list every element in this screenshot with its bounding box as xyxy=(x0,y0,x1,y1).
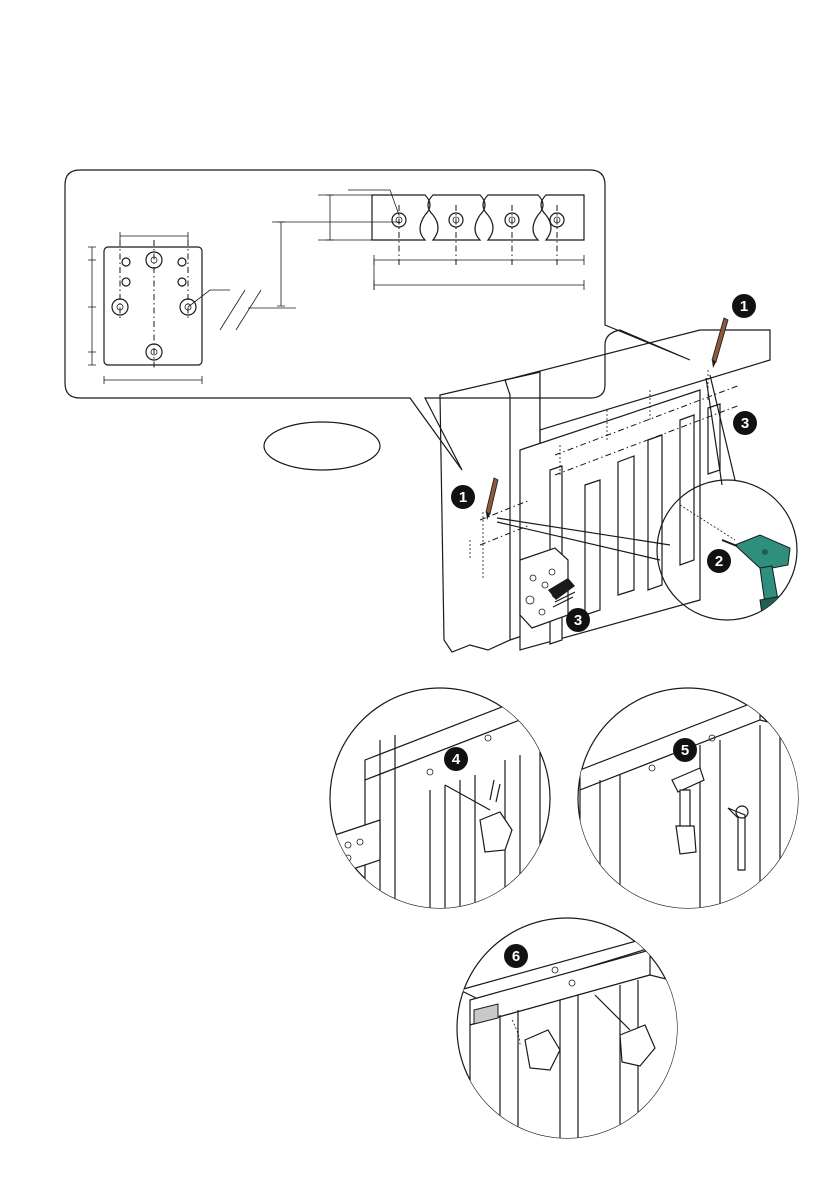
hinge-plate-detail xyxy=(88,232,230,384)
svg-text:3: 3 xyxy=(574,612,582,629)
svg-text:3: 3 xyxy=(741,415,749,432)
svg-text:1: 1 xyxy=(459,489,467,506)
svg-text:2: 2 xyxy=(715,553,723,570)
rail-strip-detail xyxy=(372,195,584,290)
step-5-detail xyxy=(578,688,800,920)
step-marker-4: 4 xyxy=(444,747,468,771)
label-oval xyxy=(264,422,380,470)
step-marker-5: 5 xyxy=(673,738,697,762)
step-marker-3-right: 3 xyxy=(733,411,757,435)
gate-post xyxy=(440,380,510,652)
svg-text:6: 6 xyxy=(512,948,520,965)
step-marker-1-top: 1 xyxy=(732,294,756,318)
svg-text:4: 4 xyxy=(452,751,461,768)
step-4-detail xyxy=(330,688,550,920)
svg-text:5: 5 xyxy=(681,742,689,759)
step-marker-3-bottom: 3 xyxy=(566,608,590,632)
step-marker-2: 2 xyxy=(707,549,731,573)
step-6-detail xyxy=(457,918,690,1140)
svg-text:1: 1 xyxy=(740,298,748,315)
drill-icon xyxy=(722,535,790,614)
step-marker-1-left: 1 xyxy=(451,485,475,509)
step-marker-6: 6 xyxy=(504,944,528,968)
